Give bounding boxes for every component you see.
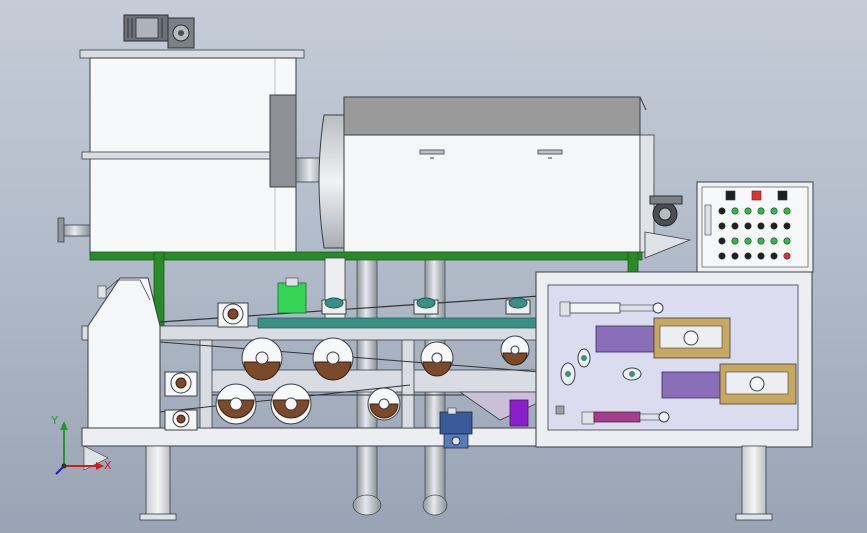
roller-low-3 [367, 387, 401, 421]
support-legs [83, 445, 773, 521]
roller-low-2 [270, 383, 312, 425]
panel-indicator [770, 222, 778, 230]
coordinate-triad-icon: Y X [50, 414, 112, 475]
panel-indicator [744, 222, 752, 230]
cylinder-panel[interactable] [535, 271, 813, 448]
panel-indicator [731, 237, 739, 245]
indicator-grid [718, 190, 791, 260]
panel-indicator [770, 207, 778, 215]
panel-indicator [718, 222, 726, 230]
roller-left-1 [164, 371, 198, 397]
gear-motor-icon [123, 14, 195, 49]
filtrate-tray [458, 391, 541, 427]
panel-indicator [725, 190, 736, 201]
small-cylinder-top[interactable] [559, 301, 664, 317]
roller-left-2 [164, 409, 198, 431]
panel-indicator [757, 222, 765, 230]
roller-low-1 [215, 383, 257, 425]
small-cylinder-bottom[interactable] [581, 411, 670, 425]
blue-drive-unit [439, 407, 473, 449]
guide-roller-1 [321, 297, 347, 315]
roller-mid-4 [500, 335, 530, 366]
port-fitting [555, 405, 565, 415]
panel-indicator [783, 207, 791, 215]
valve-2 [577, 348, 591, 368]
panel-indicator [718, 252, 726, 260]
roller-mid-3 [420, 341, 454, 377]
panel-indicator [751, 190, 762, 201]
panel-indicator [744, 207, 752, 215]
valve-1 [560, 362, 576, 386]
panel-indicator [770, 237, 778, 245]
guide-roller-2 [413, 297, 439, 315]
roller-mid-2 [312, 337, 354, 381]
panel-indicator [783, 237, 791, 245]
roller-mid-1 [241, 337, 283, 381]
y-axis-label: Y [50, 414, 58, 427]
electrical-control-panel[interactable] [696, 181, 814, 273]
panel-indicator [757, 237, 765, 245]
large-cylinder-lower[interactable] [661, 363, 797, 405]
drive-coupling [269, 94, 327, 188]
panel-indicator [757, 252, 765, 260]
panel-indicator [731, 252, 739, 260]
rotary-drum-thickener[interactable] [318, 96, 692, 259]
guide-roller-3 [505, 297, 531, 315]
mixing-tank[interactable] [57, 49, 305, 254]
panel-indicator [783, 222, 791, 230]
valve-3 [622, 367, 642, 381]
panel-handle[interactable] [704, 204, 712, 236]
press-rollers [164, 302, 530, 431]
panel-indicator [718, 237, 726, 245]
panel-indicator [777, 190, 788, 201]
roller-top-left [217, 302, 249, 328]
panel-indicator [731, 207, 739, 215]
head-roller-guard [87, 277, 161, 429]
panel-indicator [770, 252, 778, 260]
panel-indicator [783, 252, 791, 260]
x-axis-label: X [104, 459, 112, 472]
panel-indicator [744, 252, 752, 260]
large-cylinder-upper[interactable] [595, 317, 731, 359]
panel-indicator [744, 237, 752, 245]
panel-indicator [718, 207, 726, 215]
panel-indicator [731, 222, 739, 230]
panel-indicator [757, 207, 765, 215]
